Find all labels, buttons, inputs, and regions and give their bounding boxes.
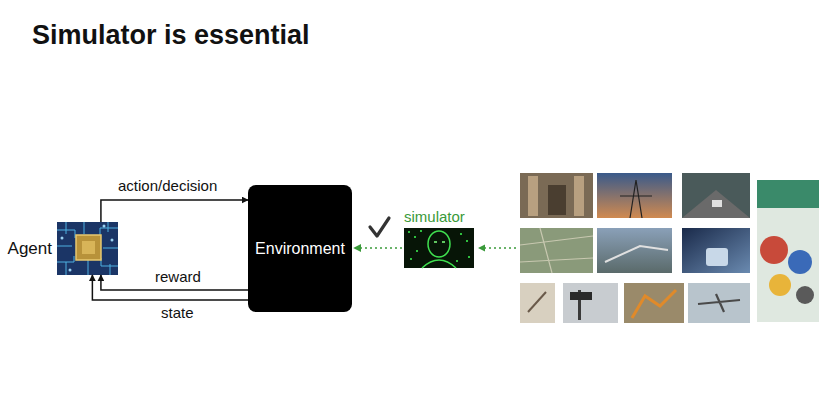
simulator-picture <box>404 228 474 268</box>
simulator-box: simulator <box>404 228 474 268</box>
edge-label: action/decision <box>116 177 219 195</box>
edge-label: reward <box>153 268 203 286</box>
node-label: Environment <box>255 240 345 258</box>
environment-box: Environment <box>248 185 352 312</box>
chip-picture <box>57 222 118 275</box>
action-arrow <box>101 200 248 222</box>
node-label: Agent <box>8 239 52 259</box>
agent-chip: Agent <box>57 222 118 275</box>
dotted-arrow <box>478 245 516 252</box>
application-photos <box>520 173 819 323</box>
slide-title: Simulator is essential <box>32 20 310 51</box>
checkmark <box>370 218 389 236</box>
edge-label: state <box>159 304 196 322</box>
simulator-arrow <box>354 247 402 249</box>
node-label: simulator <box>404 208 465 225</box>
